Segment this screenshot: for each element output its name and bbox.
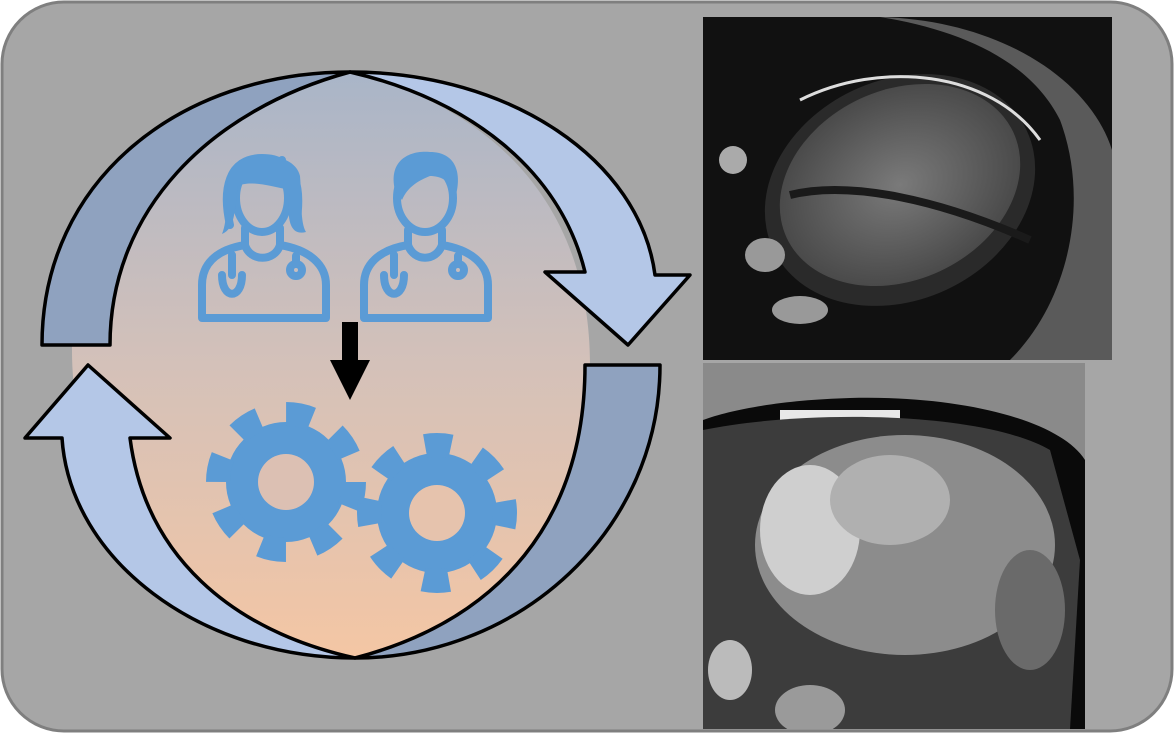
gear-icon — [206, 402, 366, 562]
gear-icon — [357, 433, 517, 593]
female-doctor-hair — [222, 155, 306, 234]
cycle-arrow-top-light — [348, 70, 692, 347]
cycle-arrow-bottom-light — [23, 363, 357, 660]
cardiac-mri-image — [703, 17, 1112, 360]
cycle-arrow-bottom-dark — [353, 363, 662, 660]
cardiac-ct-image — [703, 363, 1085, 729]
down-arrow-icon — [330, 322, 370, 400]
male-doctor-hair — [393, 151, 459, 200]
